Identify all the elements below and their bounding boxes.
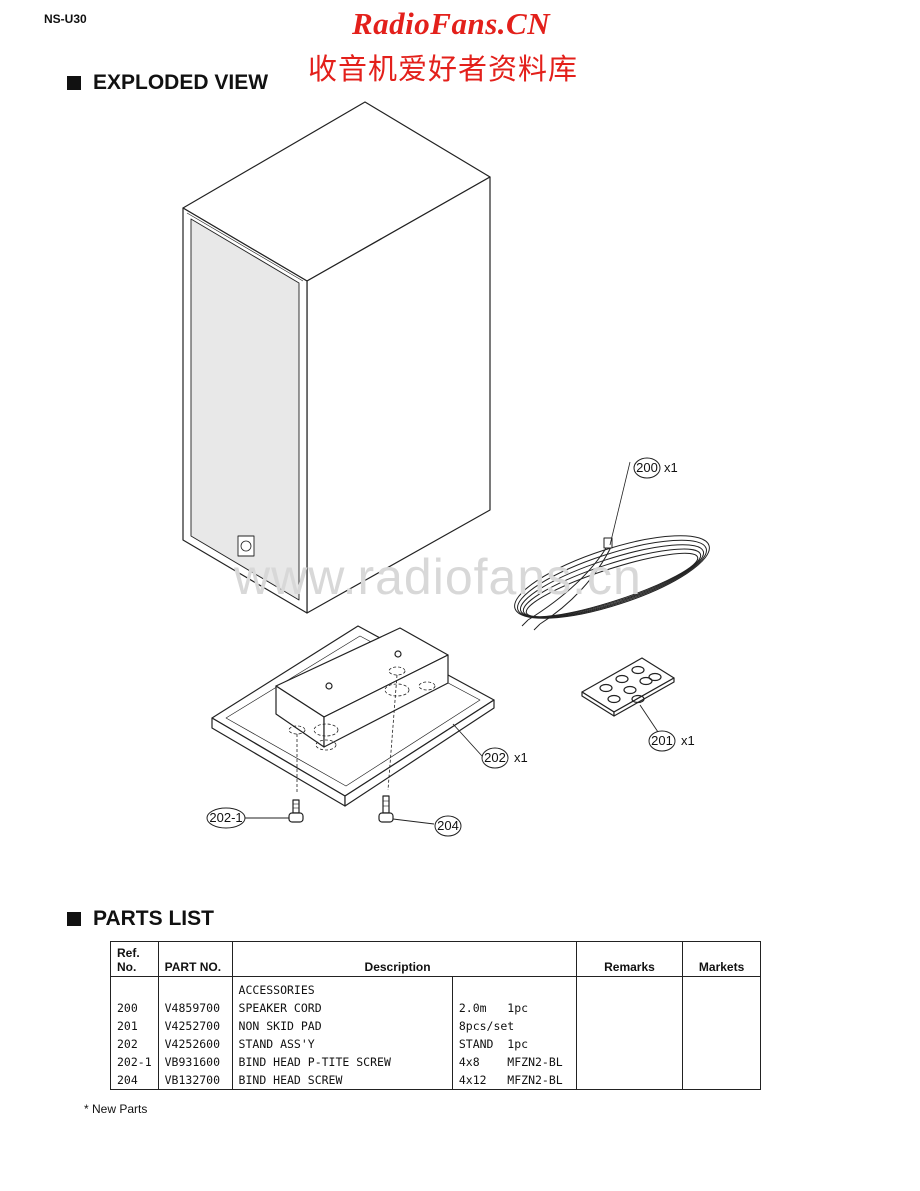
screw-204 [378, 795, 435, 825]
cell-markets [682, 976, 761, 999]
cell-remarks [575, 1071, 683, 1090]
cell-ref [111, 977, 159, 1000]
cell-part-no: VB931600 [157, 1053, 233, 1071]
callout-202-1-label: 202-1 [209, 810, 242, 825]
column-ref-no: Ref. No. [110, 941, 159, 977]
model-number: NS-U30 [44, 12, 87, 26]
parts-list-title: PARTS LIST [93, 907, 214, 930]
callout-204-bubble [434, 815, 462, 837]
screw-202-1 [245, 799, 304, 823]
cell-part-no [157, 976, 233, 999]
logo-badge-icon [237, 535, 255, 557]
exploded-view-heading: EXPLODED VIEW [67, 71, 268, 95]
callout-201-qty: x1 [681, 733, 695, 748]
callout-200-bubble [633, 457, 661, 479]
cell-markets [682, 1035, 761, 1053]
callout-200-qty: x1 [664, 460, 678, 475]
speaker-cord [514, 461, 710, 631]
column-remarks: Remarks [575, 941, 683, 977]
cell-spec: 4x12 MFZN2-BL [451, 1071, 577, 1090]
cell-description: SPEAKER CORD [231, 999, 453, 1017]
column-markets: Markets [682, 941, 761, 977]
cell-ref: 201 [117, 1019, 138, 1033]
cell-part-no: VB132700 [157, 1071, 233, 1090]
cell-ref: 202-1 [117, 1055, 152, 1069]
cell-remarks [575, 1035, 683, 1053]
cell-description: BIND HEAD P-TITE SCREW [231, 1053, 453, 1071]
cell-remarks [575, 1017, 683, 1035]
cell-markets [682, 1053, 761, 1071]
cell-spec: 4x8 MFZN2-BL [451, 1053, 577, 1071]
cell-description: BIND HEAD SCREW [231, 1071, 453, 1090]
cell-markets [682, 1017, 761, 1035]
footnote: * New Parts [84, 1102, 148, 1116]
column-description: Description [231, 941, 577, 977]
callout-201-label: 201 [651, 733, 673, 748]
square-bullet-icon [67, 76, 81, 90]
callout-201-bubble [648, 730, 676, 752]
callout-204-label: 204 [437, 818, 459, 833]
exploded-view-drawing: 200 x1 201 x1 202 x1 202-1 204 [182, 101, 710, 837]
speaker-stand [211, 625, 495, 807]
cell-markets [682, 999, 761, 1017]
parts-table: Ref. No. PART NO. Description Remarks Ma… [110, 941, 761, 1090]
speaker-cabinet [182, 101, 491, 614]
callout-202-label: 202 [484, 750, 506, 765]
callout-202-bubble [481, 747, 509, 769]
cell-ref: 200 [117, 1001, 138, 1015]
cell-part-no: V4252600 [157, 1035, 233, 1053]
cell-ref: 204 [117, 1073, 138, 1087]
exploded-view-title: EXPLODED VIEW [93, 71, 269, 94]
table-row: ACCESSORIES [111, 976, 761, 1000]
callout-202-1-bubble [206, 807, 246, 829]
cell-part-no: V4252700 [157, 1017, 233, 1035]
callout-200-label: 200 [636, 460, 658, 475]
cell-remarks [575, 976, 683, 999]
cell-remarks [575, 1053, 683, 1071]
cell-spec [451, 976, 577, 999]
cell-description: NON SKID PAD [231, 1017, 453, 1035]
watermark-url: www.radiofans.cn [234, 549, 642, 605]
cell-ref: 202 [117, 1037, 138, 1051]
watermark-title: RadioFans.CN [352, 6, 551, 41]
cell-part-no: V4859700 [157, 999, 233, 1017]
parts-list-heading: PARTS LIST [67, 907, 214, 931]
callout-202-qty: x1 [514, 750, 528, 765]
column-part-no: PART NO. [157, 941, 233, 977]
cell-remarks [575, 999, 683, 1017]
non-skid-pad [581, 657, 675, 733]
cell-spec: STAND 1pc [451, 1035, 577, 1053]
cell-spec: 2.0m 1pc [451, 999, 577, 1017]
square-bullet-icon [67, 912, 81, 926]
watermark-chinese: 收音机爱好者资料库 [308, 52, 579, 86]
cell-spec: 8pcs/set [451, 1017, 577, 1035]
cell-description: ACCESSORIES [231, 976, 453, 999]
table-header-row: Ref. No. PART NO. Description Remarks Ma… [110, 941, 761, 977]
cell-description: STAND ASS'Y [231, 1035, 453, 1053]
cell-markets [682, 1071, 761, 1090]
